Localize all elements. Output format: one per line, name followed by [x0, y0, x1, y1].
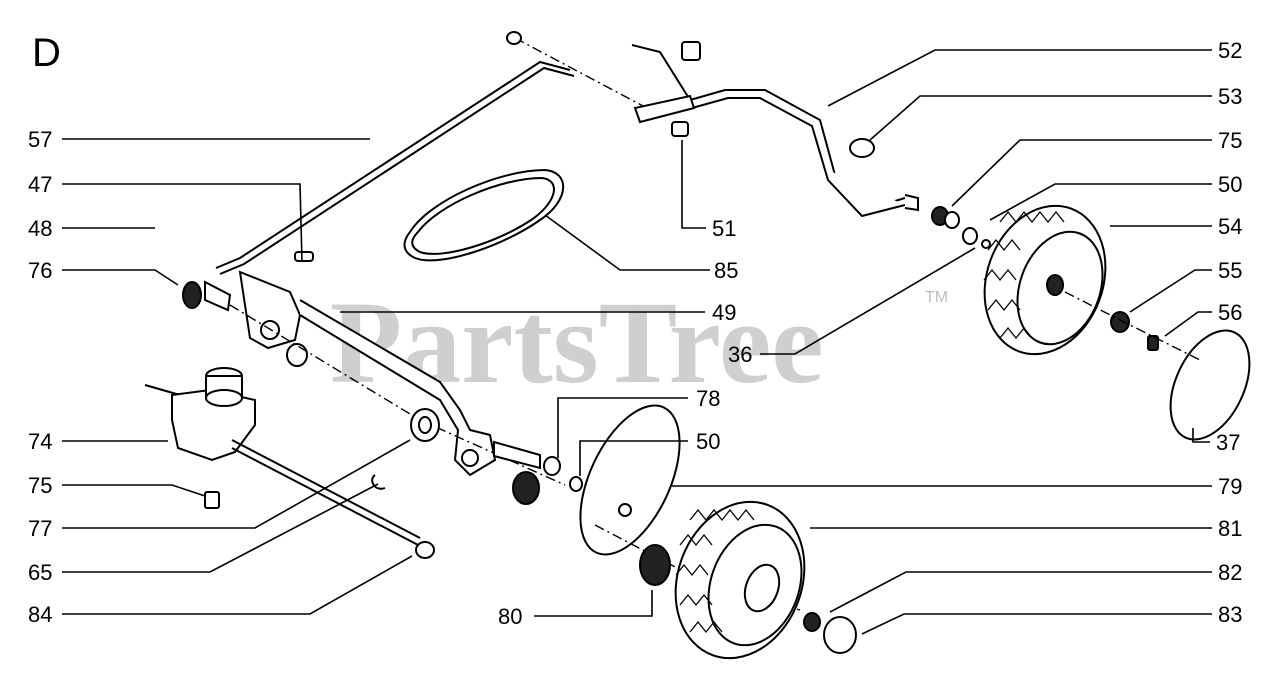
callout-48: 48	[28, 216, 52, 241]
callout-37: 37	[1216, 430, 1240, 455]
section-letter: D	[32, 31, 61, 75]
callout-47: 47	[28, 172, 52, 197]
callout-52: 52	[1218, 38, 1242, 63]
callout-49: 49	[712, 300, 736, 325]
callout-74: 74	[28, 429, 52, 454]
callout-81: 81	[1218, 516, 1242, 541]
watermark-text: PartsTree	[330, 277, 824, 408]
callout-79: 79	[1218, 474, 1242, 499]
callout-51: 51	[712, 216, 736, 241]
part-wheel-81	[674, 500, 857, 660]
part-bracket-52	[631, 41, 919, 218]
callout-77: 77	[28, 516, 52, 541]
callout-54: 54	[1218, 214, 1242, 239]
callout-84: 84	[28, 602, 52, 627]
part-bushings	[410, 408, 440, 442]
parts-drawing	[144, 31, 1251, 660]
callout-55: 55	[1218, 258, 1242, 283]
callout-80: 80	[498, 604, 522, 629]
part-wheel-54	[983, 204, 1251, 441]
callout-78: 78	[696, 386, 720, 411]
callout-85: 85	[714, 258, 738, 283]
callout-56: 56	[1218, 300, 1242, 325]
callout-53: 53	[1218, 84, 1242, 109]
callout-76: 76	[28, 258, 52, 283]
callout-labels: 57 47 48 76 74 75 77 65 84 52 53 75 50 5…	[28, 38, 1242, 629]
watermark-trademark: TM	[925, 289, 948, 306]
leader-lines	[62, 49, 1212, 635]
part-washers-right	[931, 206, 991, 249]
part-belt-85	[403, 168, 565, 262]
part-gearbox-74	[144, 367, 435, 559]
callout-50-center: 50	[696, 429, 720, 454]
callout-65: 65	[28, 560, 52, 585]
callout-57: 57	[28, 127, 52, 152]
part-bracket-49	[182, 251, 566, 486]
part-rod-57	[215, 31, 661, 275]
callout-50-right: 50	[1218, 172, 1242, 197]
callout-36: 36	[728, 342, 752, 367]
callout-75-right: 75	[1218, 128, 1242, 153]
callout-82: 82	[1218, 560, 1242, 585]
callout-75-left: 75	[28, 473, 52, 498]
callout-83: 83	[1218, 602, 1242, 627]
